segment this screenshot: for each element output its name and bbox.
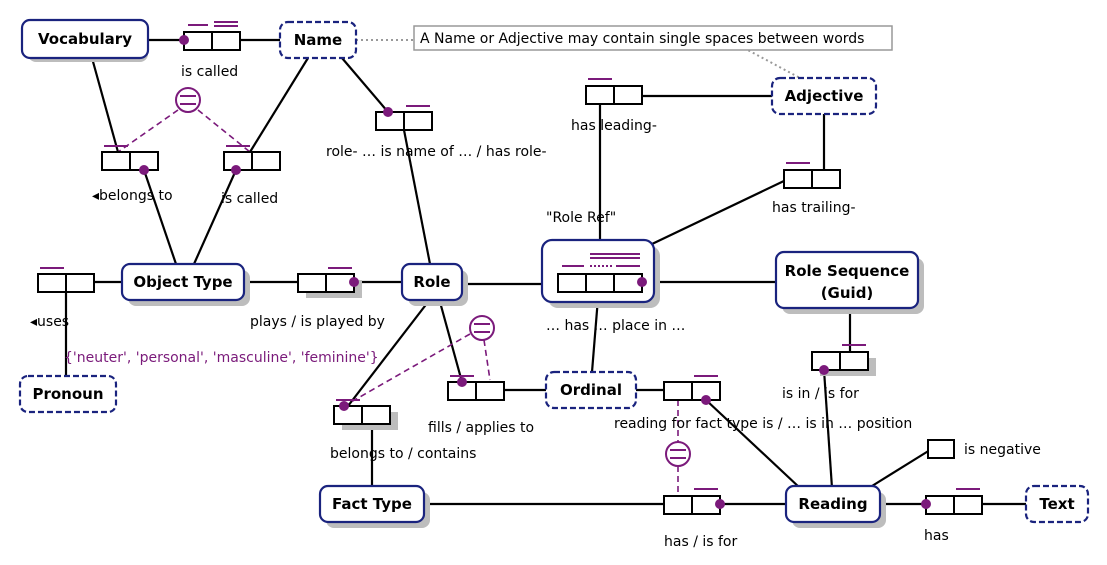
line-belongs-ot — [142, 169, 178, 265]
line-otcalled-ot — [192, 169, 238, 265]
line-vocab-belongs — [90, 57, 120, 153]
fact-is-in[interactable] — [811, 351, 876, 376]
line-role-fills — [438, 301, 464, 383]
reading-belongs-contains: belongs to / contains — [330, 446, 476, 462]
fact-has-leading[interactable] — [585, 85, 643, 105]
entity-role[interactable]: Role — [400, 262, 468, 306]
entity-role-label: Role — [413, 273, 450, 291]
entity-role-sequence-label-1: Role Sequence — [785, 262, 910, 280]
value-type-text[interactable]: Text — [1024, 484, 1090, 524]
reading-place-in: … has … place in … — [546, 318, 685, 334]
fact-belongs-to[interactable] — [101, 151, 159, 171]
fact-is-negative[interactable] — [927, 439, 955, 459]
connectors — [64, 38, 1026, 506]
fact-has-trailing[interactable] — [783, 169, 841, 189]
eq-line-belongscontains — [343, 333, 471, 407]
fact-has-text[interactable] — [925, 495, 983, 515]
fact-vocab-is-called[interactable] — [183, 31, 241, 51]
value-type-adjective-label: Adjective — [785, 87, 864, 105]
readings: is called ◂belongs to is called role- … … — [30, 64, 1041, 550]
line-placein-ordinal — [590, 297, 600, 373]
equality-constraint-3 — [665, 441, 691, 467]
entity-reading[interactable]: Reading — [784, 484, 886, 528]
constraint-lines — [117, 109, 679, 496]
note-text: A Name or Adjective may contain single s… — [420, 31, 864, 47]
equality-constraint-2 — [469, 315, 495, 341]
line-name-rolename — [341, 57, 389, 113]
line-name-otcalled — [249, 57, 309, 153]
reading-is-negative: is negative — [964, 442, 1041, 458]
note-connectors — [356, 39, 801, 79]
entity-object-type[interactable]: Object Type — [120, 262, 250, 306]
entity-vocabulary-label: Vocabulary — [38, 30, 132, 48]
value-type-pronoun-label: Pronoun — [32, 385, 103, 403]
fact-reading-for[interactable] — [663, 381, 721, 401]
entity-role-ref-label: "Role Ref" — [546, 210, 616, 226]
reading-role-name: role- … is name of … / has role- — [326, 144, 547, 160]
value-type-adjective[interactable]: Adjective — [770, 76, 878, 116]
reading-has: has — [924, 528, 949, 544]
entity-vocabulary[interactable]: Vocabulary — [20, 18, 150, 62]
line-trailing-roleref — [651, 179, 787, 245]
entity-fact-type-label: Fact Type — [332, 495, 412, 513]
fact-uses[interactable] — [37, 273, 95, 293]
value-type-ordinal[interactable]: Ordinal — [544, 370, 638, 410]
reading-fills: fills / applies to — [428, 420, 534, 436]
reading-reading-for: reading for fact type is / … is in … pos… — [614, 416, 912, 432]
reading-vocab-is-called: is called — [181, 64, 238, 80]
note-box — [413, 25, 893, 51]
fact-boxes — [37, 31, 983, 515]
fact-belongs-contains[interactable] — [333, 405, 398, 430]
entity-fact-type[interactable]: Fact Type — [318, 484, 430, 528]
entity-role-sequence-label-2: (Guid) — [821, 284, 874, 302]
reading-belongs-to: ◂belongs to — [92, 188, 173, 204]
value-type-pronoun[interactable]: Pronoun — [18, 374, 118, 414]
fact-has-is-for[interactable] — [663, 495, 721, 515]
reading-has-leading: has leading- — [571, 118, 657, 134]
fact-fills[interactable] — [447, 381, 505, 401]
fact-place-in[interactable] — [557, 273, 643, 293]
line-rolename-role — [402, 129, 432, 265]
eq-line-fills — [483, 339, 491, 381]
value-type-ordinal-label: Ordinal — [560, 381, 622, 399]
reading-ot-is-called: is called — [221, 191, 278, 207]
reading-uses: ◂uses — [30, 314, 69, 330]
note-line-adjective — [743, 47, 801, 79]
reading-has-is-for: has / is for — [664, 534, 737, 550]
value-type-text-label: Text — [1039, 495, 1074, 513]
line-readingfor-reading — [705, 399, 801, 489]
equality-constraint-1 — [175, 87, 201, 113]
uniqueness-constraints — [40, 21, 980, 490]
note: A Name or Adjective may contain single s… — [413, 25, 893, 51]
equality-constraints — [175, 87, 691, 467]
reading-has-trailing: has trailing- — [772, 200, 856, 216]
value-type-name[interactable]: Name — [278, 20, 358, 60]
value-constraint: {'neuter', 'personal', 'masculine', 'fem… — [64, 350, 379, 366]
entity-object-type-label: Object Type — [133, 273, 232, 291]
entity-reading-label: Reading — [798, 495, 867, 513]
reading-is-in: is in / is for — [782, 386, 859, 402]
line-isin-reading — [822, 369, 834, 489]
line-role-belongscontains — [347, 301, 429, 407]
entity-role-sequence[interactable]: Role Sequence (Guid) — [774, 250, 924, 314]
mandatory-dots — [139, 35, 931, 509]
fact-ot-is-called[interactable] — [223, 151, 281, 171]
line-reading-negative — [871, 449, 931, 487]
fact-plays[interactable] — [297, 273, 362, 298]
value-type-name-label: Name — [294, 31, 342, 49]
reading-plays: plays / is played by — [250, 314, 385, 330]
